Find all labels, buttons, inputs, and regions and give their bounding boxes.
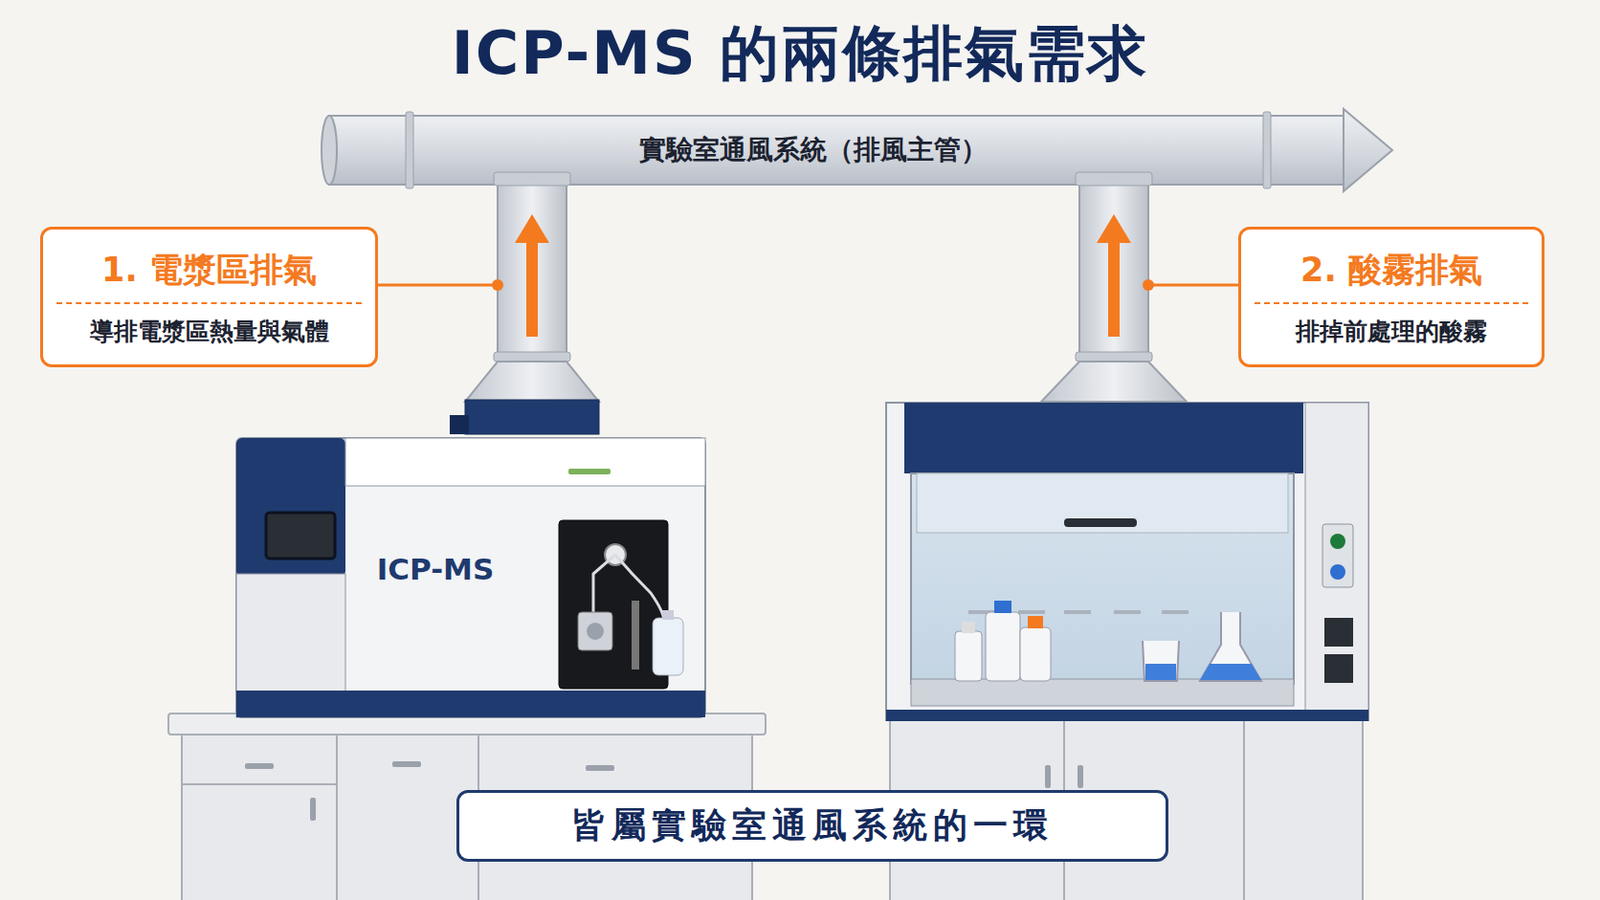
callout-box: 1. 電漿區排氣導排電漿區熱量與氣體 — [40, 226, 378, 368]
leader-line — [372, 279, 1245, 291]
summary-box: 皆屬實驗室通風系統的一環 — [456, 790, 1169, 863]
callout-box: 2. 酸霧排氣排掉前處理的酸霧 — [1238, 226, 1545, 368]
node-text: 皆屬實驗室通風系統的一環 — [571, 802, 1054, 850]
main-exhaust-pipe — [321, 109, 1393, 192]
node-text: 實驗室通風系統（排風主管） — [639, 132, 988, 169]
main-pipe-label: 實驗室通風系統（排風主管） — [516, 126, 1111, 175]
acid-fume-duct — [1041, 172, 1187, 402]
node-body-text: 導排電漿區熱量與氣體 — [89, 315, 330, 348]
plasma-exhaust-duct — [449, 172, 600, 435]
node-text: 1. 電漿區排氣 — [56, 247, 362, 305]
icp-ms-instrument — [236, 438, 706, 718]
instrument-label: ICP-MS — [363, 545, 508, 594]
node-text: 2. 酸霧排氣 — [1254, 247, 1529, 305]
diagram-title: ICP-MS 的兩條排氣需求 — [0, 13, 1600, 94]
fume-hood — [886, 402, 1369, 722]
node-body-text: 排掉前處理的酸霧 — [1295, 315, 1488, 348]
node-text: ICP-MS — [377, 552, 495, 587]
